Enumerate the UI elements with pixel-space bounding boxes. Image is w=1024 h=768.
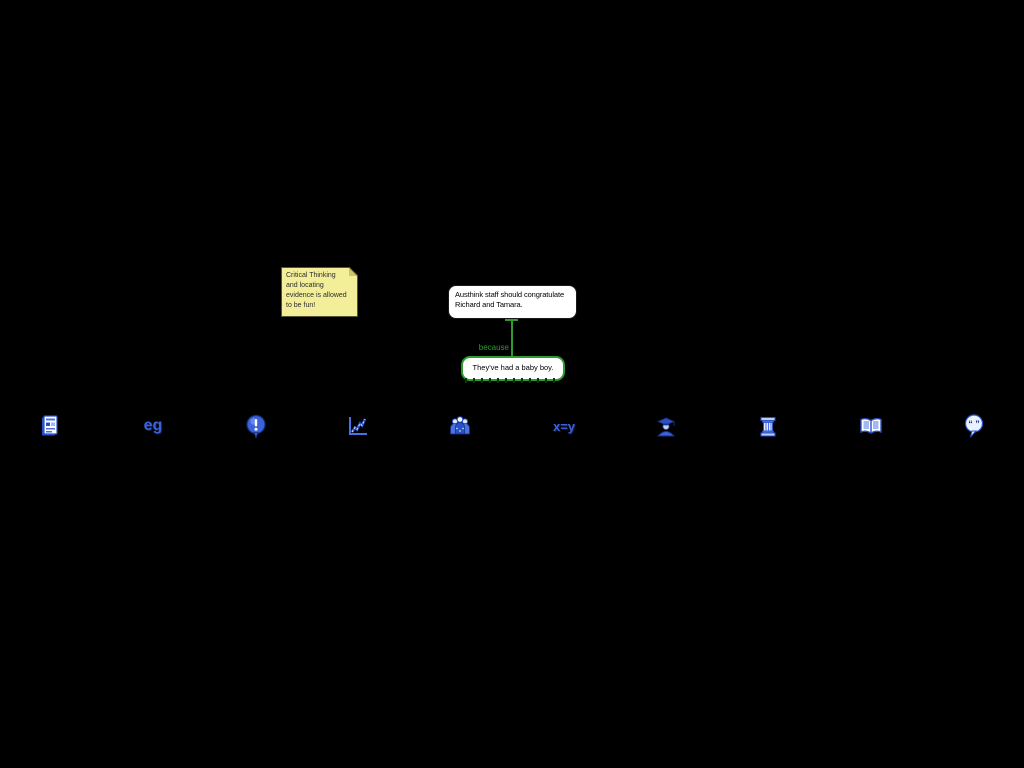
reason-hidden-children-ticks [465, 378, 561, 383]
sticky-note[interactable]: Critical Thinking and locating evidence … [281, 267, 358, 317]
webpage-icon-glyph [42, 415, 58, 436]
statistics-icon[interactable] [342, 410, 374, 442]
definition-icon-label: x=y [552, 418, 576, 434]
sticky-note-line: evidence is allowed [286, 292, 347, 299]
statistics-icon-glyph [349, 417, 367, 435]
webpage-icon[interactable] [34, 410, 66, 442]
publication-icon[interactable] [855, 410, 887, 442]
connector-line[interactable] [511, 319, 513, 356]
quote-icon-label: “ ” [968, 419, 980, 429]
expert-opinion-icon-glyph [656, 417, 676, 437]
sticky-note-line: Critical Thinking [286, 272, 336, 279]
assertion-icon[interactable] [240, 410, 272, 442]
common-belief-icon[interactable] [444, 410, 476, 442]
claim-text-line: Austhink staff should congratulate [455, 290, 565, 299]
publication-icon-glyph [860, 418, 882, 434]
example-icon[interactable]: eg [137, 410, 169, 442]
authority-icon[interactable] [752, 410, 784, 442]
sticky-note-line: to be fun! [286, 302, 316, 309]
connector-because-label: because [478, 343, 509, 352]
assertion-icon-glyph [246, 414, 266, 439]
sticky-note-line: and locating [286, 282, 324, 289]
definition-icon[interactable]: x=y [548, 410, 580, 442]
authority-icon-glyph [760, 417, 776, 437]
claim-text-line: Richard and Tamara. [455, 300, 523, 309]
expert-opinion-icon[interactable] [650, 410, 682, 442]
example-icon-label: eg [143, 417, 163, 434]
note-fold-corner-icon [349, 267, 358, 276]
claim-box[interactable]: Austhink staff should congratulate Richa… [448, 285, 577, 319]
common-belief-icon-glyph [450, 416, 470, 435]
quote-icon-glyph [964, 414, 984, 438]
quote-icon[interactable]: “ ” [958, 410, 990, 442]
